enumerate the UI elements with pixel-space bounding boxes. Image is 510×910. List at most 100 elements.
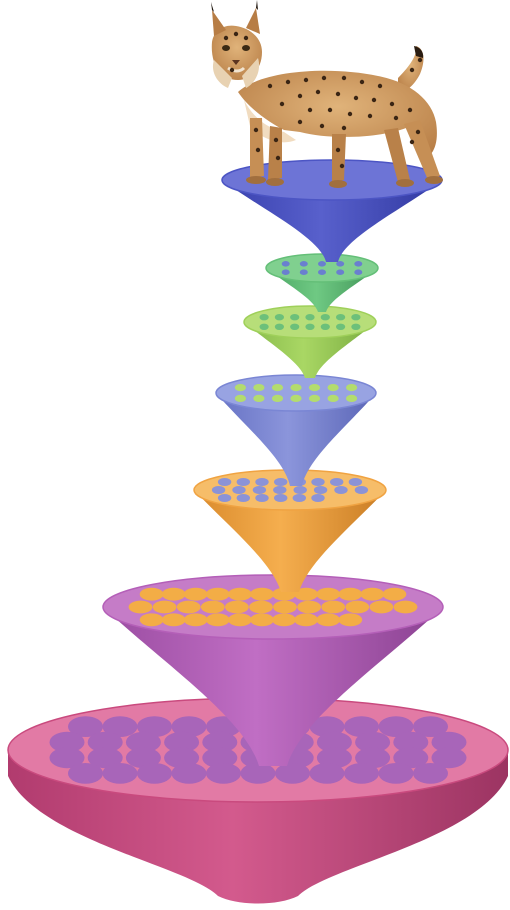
tier-6-spot [273, 601, 297, 614]
tier-4-spot [309, 384, 320, 391]
tier-5-spot [314, 486, 327, 494]
tier-5-spot [349, 478, 362, 486]
lynx-spot [298, 94, 302, 98]
tier-6-spot [338, 588, 362, 601]
tier-6-spot [201, 601, 225, 614]
tier-2-spot [354, 261, 362, 267]
tier-3-spot [321, 324, 330, 330]
lynx-spot [368, 114, 372, 118]
tier-6-spot [162, 588, 186, 601]
lynx-spot [336, 92, 340, 96]
tier-5-spot [294, 486, 307, 494]
tier-5-spot [274, 478, 287, 486]
tier-4-spot [235, 384, 246, 391]
lynx-spot [286, 80, 290, 84]
lynx-spot [372, 98, 376, 102]
lynx-spot [230, 68, 234, 72]
lynx-spot [336, 148, 340, 152]
lynx-spot [244, 36, 248, 40]
lynx-spot [308, 108, 312, 112]
lynx-spot [276, 156, 280, 160]
tier-4-spot [235, 395, 246, 402]
tier-6-spot [129, 601, 153, 614]
tier-3-spot [351, 314, 360, 320]
tier-5-spot [253, 486, 266, 494]
tier-3-spot [260, 314, 269, 320]
tier-3-spot [321, 314, 330, 320]
funnel-tiers [8, 160, 508, 904]
tier-7-spot [68, 763, 103, 784]
lynx-spot [416, 130, 420, 134]
lynx-spot [316, 90, 320, 94]
tier-6-spot [184, 613, 208, 626]
tier-4-spot [290, 384, 301, 391]
tier-5-spot [255, 494, 268, 502]
tier-5-spot [311, 494, 324, 502]
tier-3-spot [275, 324, 284, 330]
tier-5-spot [237, 478, 250, 486]
tier-3-spot [290, 314, 299, 320]
tier-5 [194, 470, 386, 592]
lynx-spot [348, 112, 352, 116]
tier-2-spot [282, 261, 290, 267]
tier-2-spot [318, 269, 326, 275]
tier-3-spot [260, 324, 269, 330]
lynx-spot [298, 120, 302, 124]
tier-5-spot [293, 494, 306, 502]
tier-7-spot [310, 763, 345, 784]
lynx-spot [340, 164, 344, 168]
tier-4 [216, 375, 376, 486]
lynx-spot [254, 128, 258, 132]
lynx-spot [360, 80, 364, 84]
lynx-spot [410, 140, 414, 144]
tier-6-spot [394, 601, 418, 614]
tier-2-spot [300, 261, 308, 267]
lynx-spot [378, 84, 382, 88]
tier-3-spot [336, 324, 345, 330]
tier-6-spot [316, 613, 340, 626]
tier-4-spot [309, 395, 320, 402]
tier-2-spot [282, 269, 290, 275]
tier-6-spot [206, 588, 230, 601]
tier-6-spot [321, 601, 345, 614]
tier-4-spot [346, 395, 357, 402]
lynx-spot [410, 68, 414, 72]
tier-5-spot [218, 478, 231, 486]
tier-2 [266, 254, 378, 312]
tier-2-spot [354, 269, 362, 275]
tier-6-spot [345, 601, 369, 614]
tier-6-spot [228, 588, 252, 601]
tier-5-spot [218, 494, 231, 502]
lynx-spot [224, 36, 228, 40]
lynx-spot [268, 84, 272, 88]
tier-3-rim [244, 306, 376, 338]
lynx-spot [256, 148, 260, 152]
lynx-spot [280, 102, 284, 106]
lynx-spot [390, 102, 394, 106]
tier-5-spot [334, 486, 347, 494]
lynx-spot [304, 78, 308, 82]
tier-4-spot [253, 384, 264, 391]
tier-5-spot [273, 486, 286, 494]
lynx-spot [342, 126, 346, 130]
tier-3-spot [351, 324, 360, 330]
tier-2-spot [336, 269, 344, 275]
tier-6-spot [297, 601, 321, 614]
tier-6-spot [206, 613, 230, 626]
lynx-spot [408, 108, 412, 112]
tier-7-spot [275, 763, 310, 784]
tier-4-spot [290, 395, 301, 402]
tier-4-spot [253, 395, 264, 402]
lynx-spot [320, 124, 324, 128]
tier-6-spot [228, 613, 252, 626]
tier-4-spot [328, 384, 339, 391]
tier-5-spot [274, 494, 287, 502]
tier-4-spot [272, 395, 283, 402]
tier-5-spot [330, 478, 343, 486]
tier-7-spot [103, 763, 138, 784]
tier-6-spot [162, 613, 186, 626]
tier-6-spot [360, 588, 384, 601]
tier-5-spot [232, 486, 245, 494]
